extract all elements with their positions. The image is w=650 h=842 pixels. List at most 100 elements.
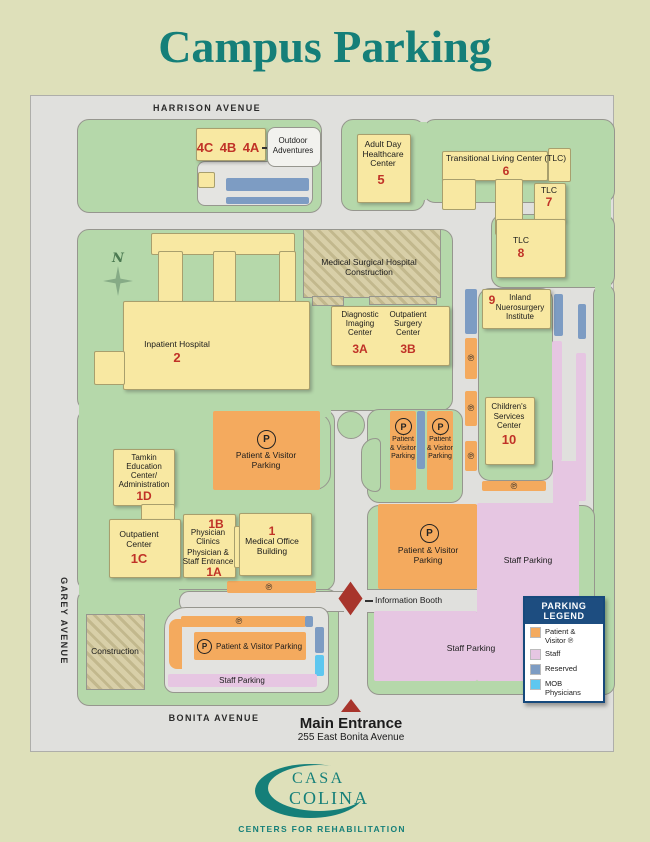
patient-visitor-lot-label: Patient & Visitor Parking xyxy=(427,436,453,460)
information-booth-label: Information Booth xyxy=(375,595,443,605)
patient-visitor-lot-south xyxy=(194,632,306,660)
construction-southwest-label: Construction xyxy=(91,646,139,656)
building-4-row xyxy=(196,128,266,161)
staff-parking-strip xyxy=(553,461,579,505)
building-1-number: 1 xyxy=(268,524,276,538)
patient-visitor-lot-label: Patient & Visitor Parking xyxy=(390,436,416,460)
building-8 xyxy=(496,219,566,278)
street-harrison: HARRISON AVENUE xyxy=(152,103,262,113)
building-3b-number: 3B xyxy=(400,342,416,356)
staff-parking-area xyxy=(374,611,477,681)
building-5 xyxy=(357,134,411,203)
building-4-annex xyxy=(198,172,215,188)
building-1a-number: 1A xyxy=(206,565,222,579)
main-entrance-label: Main Entrance xyxy=(299,715,403,732)
reserved-parking-bar xyxy=(226,178,309,191)
building-6-wing xyxy=(442,179,476,210)
logo-casa-text: CASA xyxy=(292,770,345,787)
mob-physicians-bar xyxy=(315,655,324,676)
logo-colina-text: COLINA xyxy=(289,788,369,808)
main-entrance-address: 255 East Bonita Avenue xyxy=(297,732,405,743)
building-2-number: 2 xyxy=(173,350,181,365)
patient-visitor-strip xyxy=(465,441,477,471)
parking-legend-title: PARKING LEGEND xyxy=(525,598,603,624)
building-10-label: Children's Services Center xyxy=(491,402,527,430)
patient-visitor-lot-label: Patient & Visitor Parking xyxy=(215,642,303,651)
patient-visitor-lot-southeast xyxy=(378,504,477,589)
building-6-main xyxy=(442,151,548,181)
legend-item-mob: MOB Physicians xyxy=(525,676,603,701)
p-circle-icon: P xyxy=(420,524,439,543)
building-10-number: 10 xyxy=(501,432,517,447)
legend-label: Reserved xyxy=(545,664,578,673)
building-1-label: Medical Office Building xyxy=(245,536,299,556)
legend-item-staff: Staff xyxy=(525,646,603,661)
roundabout-circle xyxy=(337,411,365,439)
callout-line xyxy=(262,147,269,149)
construction-medsurg-tab xyxy=(369,296,437,305)
reserved-parking-bar xyxy=(226,197,309,204)
callout-line xyxy=(365,600,373,602)
legend-chip-staff xyxy=(530,649,541,660)
building-6-number: 6 xyxy=(502,164,510,178)
building-1b-label: Physician Clinics xyxy=(190,528,226,546)
logo-tagline: CENTERS FOR REHABILITATION xyxy=(238,824,406,834)
building-5-label: Adult Day Healthcare Center xyxy=(362,139,404,168)
p-circle-icon: ℗ xyxy=(467,353,475,363)
reserved-parking-bar xyxy=(305,616,313,627)
legend-label: Staff xyxy=(545,649,561,658)
legend-item-patient-visitor: Patient & Visitor ℗ xyxy=(525,624,603,646)
building-3ab xyxy=(331,306,450,366)
building-9-number: 9 xyxy=(488,293,496,307)
building-7 xyxy=(534,183,566,221)
building-2-tower xyxy=(158,251,183,305)
patient-visitor-lot-label: Patient & Visitor Parking xyxy=(397,545,459,565)
staff-parking-label: Staff Parking xyxy=(219,676,265,685)
building-8-number: 8 xyxy=(517,246,525,260)
p-circle-icon: ℗ xyxy=(467,403,475,413)
building-2-label: Inpatient Hospital xyxy=(144,339,210,349)
reserved-parking-bar xyxy=(315,627,324,653)
lawn-patch xyxy=(595,280,611,290)
building-1 xyxy=(239,513,312,576)
legend-label: MOB Physicians xyxy=(545,679,581,697)
p-circle-icon: ℗ xyxy=(265,582,273,592)
building-3a-label: Diagnostic Imaging Center xyxy=(341,310,379,337)
p-circle-icon: ℗ xyxy=(235,616,243,626)
patient-visitor-lot-label: Patient & Visitor Parking xyxy=(235,450,297,470)
building-6-label: Transitional Living Center (TLC) xyxy=(445,153,567,163)
building-2-tower xyxy=(279,251,296,305)
construction-medsurg xyxy=(303,229,441,298)
street-bonita: BONITA AVENUE xyxy=(168,713,260,723)
compass-north-letter: N xyxy=(112,251,124,266)
building-7-number: 7 xyxy=(545,195,553,209)
reserved-parking-bar xyxy=(554,294,563,336)
casa-colina-logo: CASA COLINA xyxy=(255,764,370,818)
legend-chip-patient-visitor xyxy=(530,627,541,638)
patient-visitor-lot-central xyxy=(213,411,320,490)
staff-parking-strip xyxy=(576,353,586,501)
outdoor-adventures-box xyxy=(267,127,321,167)
p-circle-icon: P xyxy=(395,418,412,435)
patient-visitor-strip xyxy=(227,581,316,593)
building-1ab xyxy=(183,514,236,578)
building-2-wing xyxy=(94,351,125,385)
building-4b-number: 4B xyxy=(219,140,237,155)
p-circle-icon: P xyxy=(257,430,276,449)
legend-chip-mob xyxy=(530,679,541,690)
building-1a-label: Physician & Staff Entrance xyxy=(182,548,234,566)
building-9 xyxy=(482,289,551,329)
building-2-tower xyxy=(213,251,236,305)
construction-southwest xyxy=(86,614,145,690)
p-circle-icon: ℗ xyxy=(467,451,475,461)
staff-parking-label: Staff Parking xyxy=(503,555,553,565)
building-9-label: Inland Nuerosurgery Institute xyxy=(495,293,545,321)
building-1c-label: Outpatient Center xyxy=(119,529,159,549)
lawn-patch xyxy=(419,122,427,200)
building-4c-number: 4C xyxy=(196,140,214,155)
lawn-patch xyxy=(79,583,179,595)
patient-visitor-strip xyxy=(169,619,182,669)
building-1c xyxy=(109,519,181,578)
building-1b-number: 1B xyxy=(208,517,224,531)
